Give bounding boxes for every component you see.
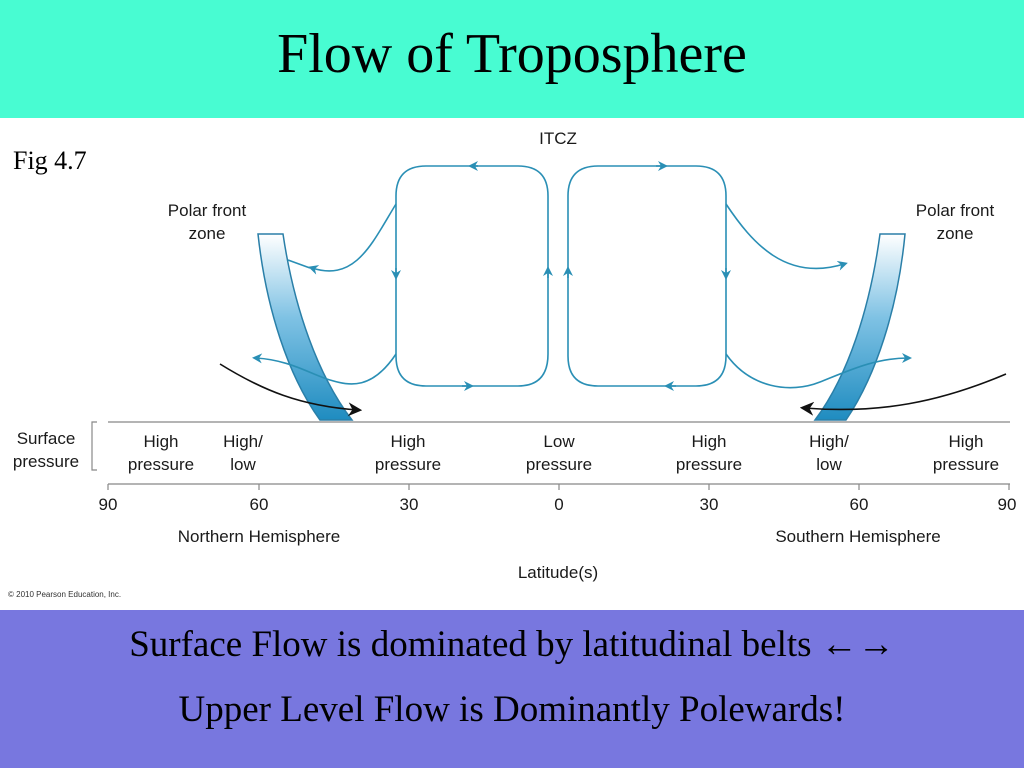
pressure-belt-6a: High/: [809, 432, 849, 451]
latitude-tick-2: 60: [250, 495, 269, 514]
latitude-tick-4: 0: [554, 495, 563, 514]
polar-front-left-line1: Polar front: [168, 201, 247, 220]
surface-pressure-label-line2: pressure: [13, 452, 79, 471]
latitude-tick-3: 30: [400, 495, 419, 514]
lower-flow-curve-south: [725, 353, 912, 389]
southern-hemisphere-label: Southern Hemisphere: [775, 527, 940, 546]
pressure-belts: High pressure High/ low High pressure Lo…: [128, 432, 999, 474]
latitude-axis-label: Latitude(s): [518, 563, 598, 582]
hadley-cell-south: [567, 165, 727, 387]
surface-wind-arrow-south: [799, 373, 1007, 416]
pressure-belt-4a: Low: [543, 432, 575, 451]
pressure-belt-2b: low: [230, 455, 256, 474]
northern-hemisphere-label: Northern Hemisphere: [178, 527, 341, 546]
slide-title: Flow of Troposphere: [277, 23, 747, 85]
pressure-belt-3a: High: [391, 432, 426, 451]
pressure-belt-5b: pressure: [676, 455, 742, 474]
surface-wind-arrow-north: [219, 363, 363, 417]
polar-front-band-left: [257, 233, 354, 421]
pressure-belt-7b: pressure: [933, 455, 999, 474]
hadley-cell-north: [395, 165, 549, 387]
polar-front-right-line2: zone: [937, 224, 974, 243]
polar-front-left-line2: zone: [189, 224, 226, 243]
copyright-notice: © 2010 Pearson Education, Inc.: [8, 590, 121, 599]
polar-front-right-line1: Polar front: [916, 201, 995, 220]
pressure-belt-1a: High: [144, 432, 179, 451]
title-bar: Flow of Troposphere: [0, 0, 1024, 118]
polar-front-band-right: [813, 233, 906, 421]
pressure-belt-1b: pressure: [128, 455, 194, 474]
latitude-tick-1: 90: [99, 495, 118, 514]
lower-flow-curve-north: [252, 353, 397, 385]
pressure-belt-2a: High/: [223, 432, 263, 451]
latitude-tick-5: 30: [700, 495, 719, 514]
pressure-belt-6b: low: [816, 455, 842, 474]
caption-upper-flow: Upper Level Flow is Dominantly Polewards…: [178, 689, 846, 730]
upper-flow-curve-south: [725, 203, 848, 271]
caption-bar: [0, 610, 1024, 768]
cell-flow-arrows: [391, 161, 731, 391]
itcz-label: ITCZ: [539, 129, 577, 148]
pressure-belt-7a: High: [949, 432, 984, 451]
polar-stub-north: [287, 259, 311, 269]
figure-label: Fig 4.7: [13, 146, 87, 175]
pressure-belt-5a: High: [692, 432, 727, 451]
caption-surface-flow: Surface Flow is dominated by latitudinal…: [129, 624, 895, 665]
surface-bracket: [91, 421, 97, 471]
latitude-tick-7: 90: [998, 495, 1017, 514]
pressure-belt-4b: pressure: [526, 455, 592, 474]
upper-flow-curve-north: [308, 203, 397, 275]
latitude-axis-ticks: [107, 484, 1010, 490]
latitude-tick-6: 60: [850, 495, 869, 514]
troposphere-circulation-diagram: ITCZ Polar front zone Polar front zone S…: [8, 129, 1017, 599]
surface-pressure-label-line1: Surface: [17, 429, 76, 448]
pressure-belt-3b: pressure: [375, 455, 441, 474]
